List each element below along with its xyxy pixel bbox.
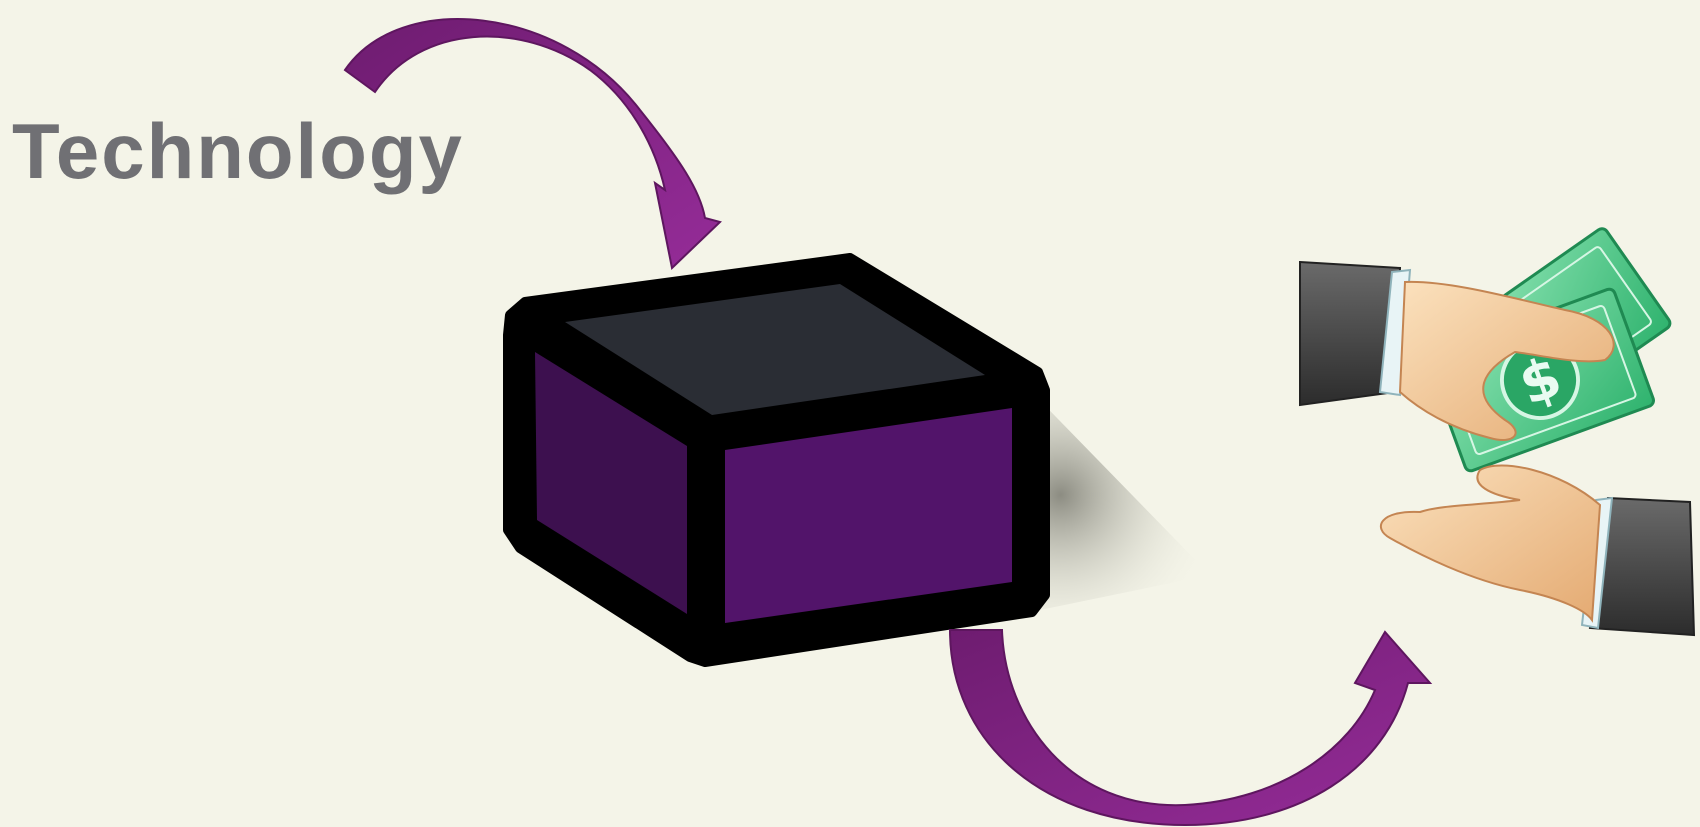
black-box-icon xyxy=(508,258,1045,662)
curved-arrow-up-icon xyxy=(950,630,1430,825)
curved-arrow-down-icon xyxy=(345,19,720,268)
money-exchange-hands-icon: $ xyxy=(1300,226,1694,635)
